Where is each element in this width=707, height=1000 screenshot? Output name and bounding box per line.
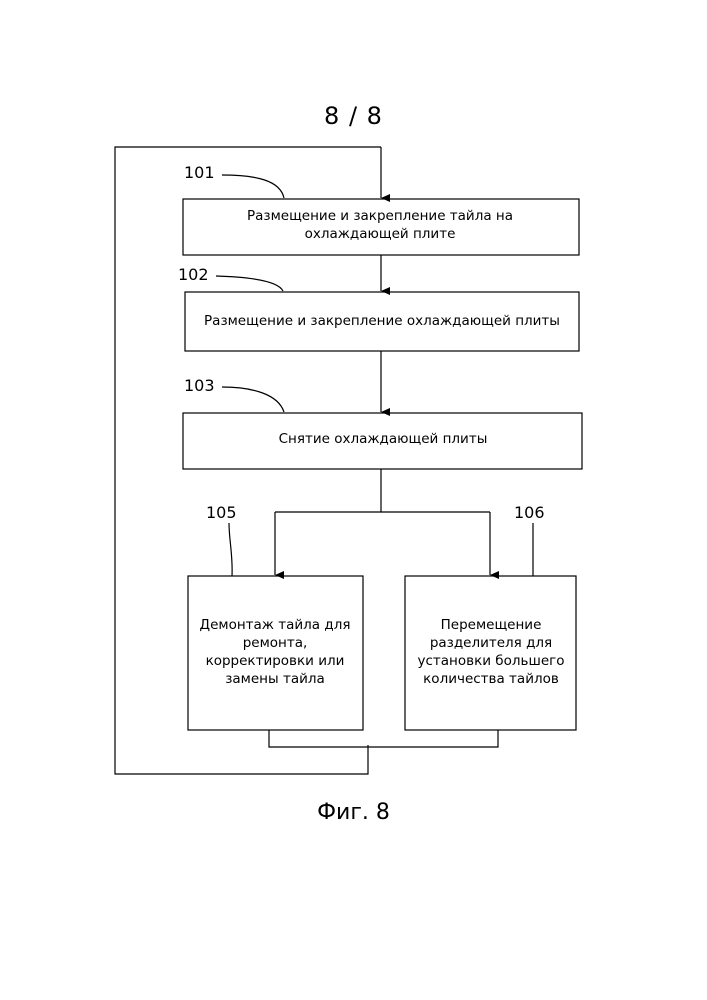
ref-label-105: 105	[206, 503, 237, 522]
figure-caption: Фиг. 8	[0, 800, 707, 825]
ref-label-102: 102	[178, 265, 209, 284]
step-text-102: Размещение и закрепление охлаждающей пли…	[190, 312, 574, 330]
leader-105	[229, 523, 232, 576]
step-text-103: Снятие охлаждающей плиты	[188, 430, 578, 448]
branch-line	[275, 469, 381, 512]
merge-line	[269, 730, 498, 747]
ref-label-103: 103	[184, 376, 215, 395]
ref-label-106: 106	[514, 503, 545, 522]
step-text-105: Демонтаж тайла для ремонта, корректировк…	[192, 616, 358, 688]
step-text-101: Размещение и закрепление тайла на охлажд…	[225, 207, 535, 243]
leader-101	[222, 175, 284, 198]
step-text-106: Перемещение разделителя для установки бо…	[414, 616, 568, 688]
leader-103	[222, 387, 284, 412]
leader-102	[216, 276, 283, 291]
ref-label-101: 101	[184, 163, 215, 182]
